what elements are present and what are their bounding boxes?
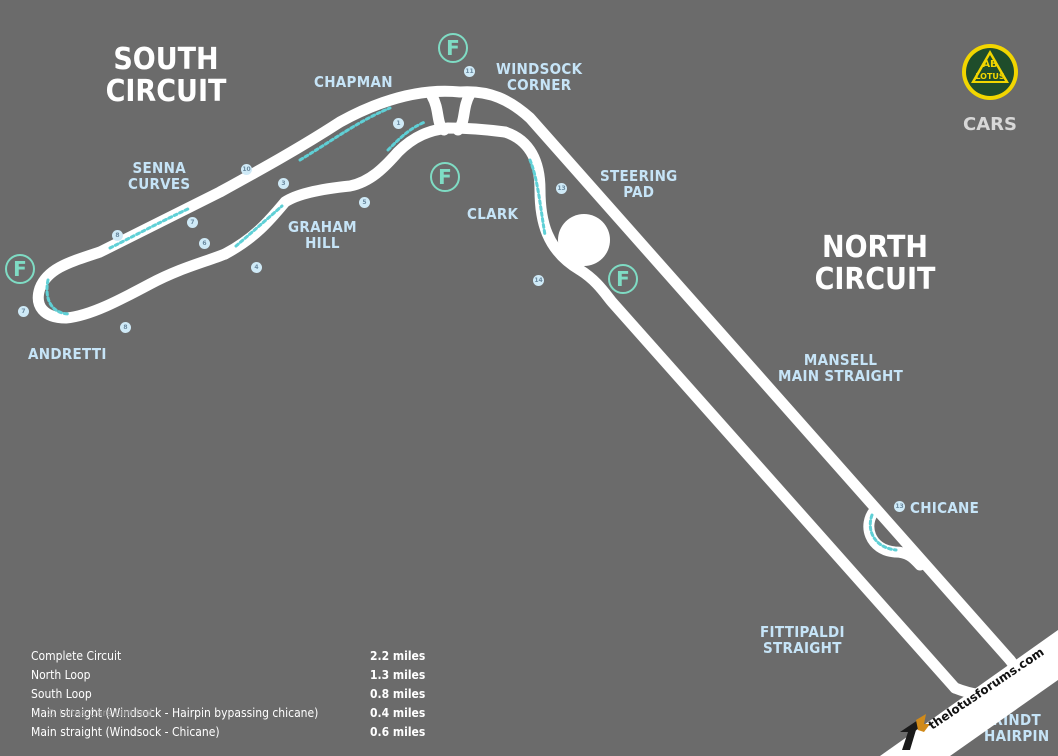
turn-number-badge: 14	[533, 275, 544, 286]
stats-row: North Loop 1.3 miles	[31, 667, 426, 686]
kerb-graham	[234, 204, 284, 248]
track-chapman-link	[426, 90, 450, 136]
turn-number-badge: 6	[199, 238, 210, 249]
track-clark	[499, 126, 961, 694]
stats-label: North Loop	[31, 668, 91, 682]
turn-number-badge: 13	[894, 501, 905, 512]
track-south-outer	[32, 85, 466, 324]
stats-row: Main straight (Windsock - Chicane) 0.6 mi…	[31, 724, 426, 743]
lotus-logo-icon: AB LOTUS	[962, 44, 1018, 100]
stats-value: 1.3 miles	[370, 668, 426, 682]
stats-label: Main straight (Windsock - Hairpin bypass…	[31, 706, 319, 720]
watermark-banner: thelotusforums.com	[880, 630, 1058, 756]
steering-pad	[558, 214, 610, 266]
kerb-andretti	[45, 278, 72, 316]
copyright-text: © Lotus Cars Limited	[46, 708, 153, 719]
svg-text:LOTUS: LOTUS	[975, 72, 1005, 81]
stats-label: Complete Circuit	[31, 649, 122, 663]
turn-number-badge: 13	[556, 183, 567, 194]
turn-number-badge: 10	[241, 164, 252, 175]
stats-row: Complete Circuit 2.2 miles	[31, 648, 426, 667]
kerb-clark	[528, 158, 547, 237]
turn-number-badge: 7	[18, 306, 29, 317]
turn-number-badge: 5	[359, 197, 370, 208]
stats-label: South Loop	[31, 687, 92, 701]
turn-number-badge: 4	[251, 262, 262, 273]
kerb-upper-south	[298, 106, 392, 162]
f-marker-icon: F	[608, 264, 638, 294]
turn-number-badge: 3	[278, 178, 289, 189]
kerb-chapman	[386, 120, 427, 152]
andretti-label: ANDRETTI	[28, 345, 107, 363]
f-marker-icon: F	[430, 162, 460, 192]
turn-number-badge: 7	[187, 217, 198, 228]
turn-number-badge: 8	[112, 230, 123, 241]
stats-value: 0.6 miles	[370, 725, 426, 739]
distance-stats: Complete Circuit 2.2 miles North Loop 1.3 …	[31, 648, 426, 743]
cars-label: CARS	[963, 114, 1017, 135]
turn-number-badge: 11	[464, 66, 475, 77]
kerb-chicane	[868, 513, 898, 552]
chapman-label: CHAPMAN	[314, 73, 393, 91]
f-marker-icon: F	[5, 254, 35, 284]
track-south-inner	[219, 122, 511, 260]
turn-number-badge: 8	[120, 322, 131, 333]
stats-row: Main straight (Windsock - Hairpin bypass…	[31, 705, 426, 724]
turn-number-badge: 1	[393, 118, 404, 129]
kerb-senna	[108, 206, 192, 250]
clark-label: CLARK	[467, 205, 519, 223]
svg-text:AB: AB	[982, 59, 997, 70]
f-marker-icon: F	[438, 33, 468, 63]
stats-row: South Loop 0.8 miles	[31, 686, 426, 705]
stats-value: 0.4 miles	[370, 706, 426, 720]
stats-label: Main straight (Windsock - Chicane)	[31, 725, 220, 739]
track-chapman-link-2	[452, 88, 476, 136]
stats-value: 2.2 miles	[370, 649, 426, 663]
chicane-label: CHICANE	[910, 499, 980, 517]
track-north-outer	[454, 86, 1016, 666]
stats-value: 0.8 miles	[370, 687, 426, 701]
